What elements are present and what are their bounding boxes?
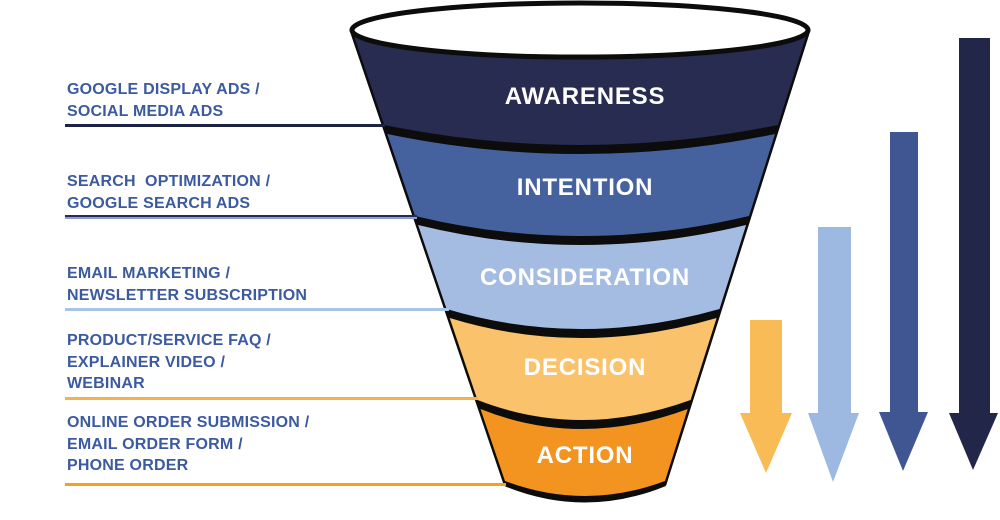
connector-line-awareness	[65, 124, 385, 127]
channel-label-line: PRODUCT/SERVICE FAQ /	[67, 332, 271, 349]
channel-label-consideration: EMAIL MARKETING / NEWSLETTER SUBSCRIPTIO…	[67, 263, 307, 306]
channel-label-intention: SEARCH OPTIMIZATION / GOOGLE SEARCH ADS	[67, 171, 270, 214]
channel-label-line: GOOGLE SEARCH ADS	[67, 194, 251, 212]
channel-label-line: SEARCH OPTIMIZATION /	[67, 173, 271, 190]
drop-arrow-navy	[949, 38, 998, 470]
channel-label-line: PHONE ORDER	[67, 457, 189, 474]
connector-line-consideration	[65, 308, 449, 311]
stage-band-decision	[449, 318, 717, 420]
stage-label-awareness: AWARENESS	[504, 83, 666, 110]
connector-line-decision	[65, 397, 478, 400]
channel-label-line: ONLINE ORDER SUBMISSION /	[67, 414, 310, 431]
channel-label-line: WEBINAR	[67, 375, 145, 392]
stage-band-awareness	[352, 30, 808, 145]
connector-line-intention	[65, 215, 417, 219]
channel-label-line: NEWSLETTER SUBSCRIPTION	[67, 286, 308, 304]
drop-arrow-blue	[879, 132, 928, 471]
drop-arrow-light-blue	[808, 227, 859, 482]
channel-label-line: EMAIL ORDER FORM /	[67, 435, 243, 453]
channel-label-decision: PRODUCT/SERVICE FAQ / EXPLAINER VIDEO / …	[67, 330, 271, 395]
stage-label-action: ACTION	[536, 442, 634, 469]
channel-label-line: EMAIL MARKETING /	[67, 265, 231, 282]
stage-label-consideration: CONSIDERATION	[480, 264, 690, 291]
channel-label-awareness: GOOGLE DISPLAY ADS / SOCIAL MEDIA ADS	[67, 79, 260, 122]
stage-label-decision: DECISION	[523, 354, 647, 381]
channel-label-line: GOOGLE DISPLAY ADS /	[67, 81, 260, 98]
stage-band-consideration	[418, 225, 747, 329]
channel-label-line: EXPLAINER VIDEO /	[67, 353, 226, 371]
connector-line-action	[65, 483, 506, 486]
funnel-rim-ellipse	[349, 0, 811, 60]
channel-label-action: ONLINE ORDER SUBMISSION / EMAIL ORDER FO…	[67, 412, 309, 477]
stage-band-intention	[387, 134, 775, 236]
stage-label-intention: INTENTION	[516, 174, 654, 201]
stage-band-action	[480, 409, 688, 496]
drop-arrow-orange	[740, 320, 792, 473]
channel-label-line: SOCIAL MEDIA ADS	[67, 102, 224, 120]
